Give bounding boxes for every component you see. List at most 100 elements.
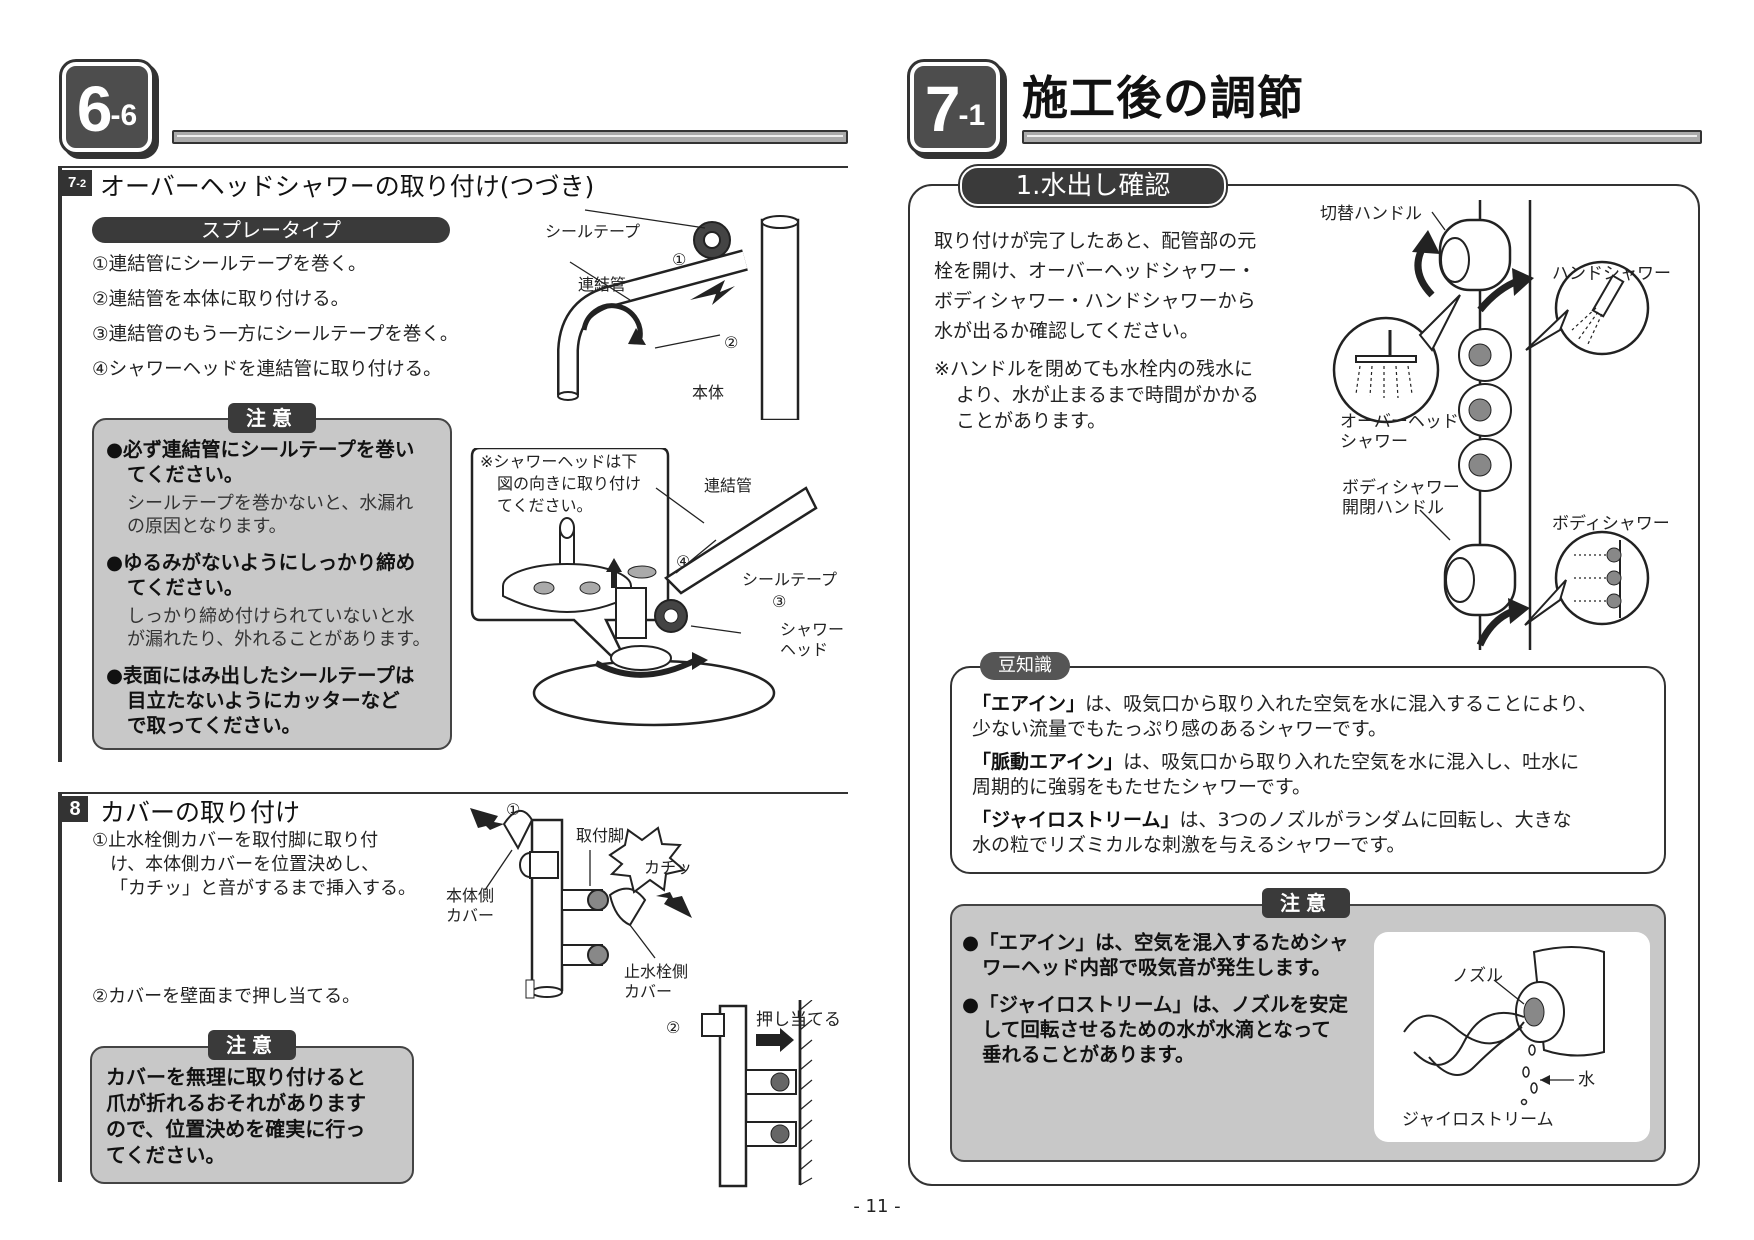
- trivia-p2-b: 周期的に強弱をもたせたシャワーです。: [972, 776, 1311, 798]
- shower-unit-illustration: [1332, 200, 1650, 650]
- section-side-rule-7-2: [58, 166, 62, 762]
- section-number-7-2: 7-2: [62, 170, 92, 196]
- page-title: 施工後の調節: [1022, 72, 1304, 124]
- label-circle-3: ③: [772, 592, 787, 611]
- label-circle-1: ①: [672, 250, 687, 269]
- label-shower-head-1: シャワー: [780, 620, 845, 639]
- label-body-cover-1: 本体側: [446, 886, 495, 905]
- caution-7-2-1-note-1: シールテープを巻かないと、水漏れ: [127, 493, 414, 514]
- caution-label-7-2: 注意: [228, 403, 316, 433]
- arrow-4: [606, 558, 622, 588]
- caution-label-right: 注意: [1262, 888, 1350, 918]
- chapter-badge-7-1: 7-1: [910, 62, 1000, 152]
- trivia-box: [950, 666, 1666, 874]
- section-rule-8: [58, 792, 848, 794]
- caution-7-2-2-note-1: しっかり締め付けられていないと水: [127, 606, 415, 627]
- trivia-label: 豆知識: [980, 652, 1070, 680]
- step-8-1-line-2: け、本体側カバーを位置決めし、: [110, 854, 380, 875]
- pipe-body-illustration: [557, 209, 800, 420]
- caution-7-2-3-bold-2: 目立たないようにカッターなど: [127, 689, 400, 712]
- caution-7-2-1-note-2: の原因となります。: [127, 516, 287, 537]
- showerhead-illustration: [470, 448, 818, 727]
- trivia-p1-a: 「エアイン」は、吸気口から取り入れた空気を水に混入することにより、: [972, 693, 1597, 715]
- caution-7-2-1-bold-2: てください。: [127, 463, 244, 486]
- label-overhead-2: シャワー: [1340, 432, 1408, 452]
- section-number-8: 8: [62, 796, 88, 822]
- arrow-2: [690, 280, 735, 305]
- caution-8-line-4: てください。: [106, 1143, 226, 1167]
- body-shower-bubble: [1554, 530, 1650, 626]
- water-check-title: 1.水出し確認: [960, 166, 1226, 206]
- label-click: カチッ: [644, 858, 693, 877]
- label-circle-4: ④: [676, 552, 691, 571]
- section-side-rule-8: [58, 792, 62, 1182]
- click-burst: [608, 826, 687, 894]
- label-seal-tape-top: シールテープ: [545, 222, 641, 241]
- trivia-p1-b: 少ない流量でもたっぷり感のあるシャワーです。: [972, 718, 1387, 740]
- caution-right-2-line-3: 垂れることがあります。: [982, 1043, 1195, 1066]
- section-title-7-2: オーバーヘッドシャワーの取り付け(つづき): [100, 172, 595, 201]
- step-7-2-2: ②連結管を本体に取り付ける。: [92, 289, 350, 310]
- wall-press-illustration: [701, 1000, 813, 1188]
- body-pole: [760, 218, 800, 420]
- caution-box-8: [90, 1046, 414, 1184]
- label-hand-shower: ハンドシャワー: [1552, 264, 1671, 284]
- step-8-2: ②カバーを壁面まで押し当てる。: [92, 986, 361, 1007]
- caution-box-7-2: [92, 418, 452, 750]
- label-body-cover-2: カバー: [446, 906, 495, 925]
- caution-7-2-2-note-2: が漏れたり、外れることがあります。: [127, 629, 431, 650]
- header-bar-right: [1022, 130, 1702, 144]
- badge-sub-right: -1: [958, 99, 986, 132]
- step-7-2-4: ④シャワーヘッドを連結管に取り付ける。: [92, 359, 442, 380]
- label-nozzle: ノズル: [1452, 966, 1503, 986]
- label-seal-tape-bottom: シールテープ: [742, 570, 838, 589]
- caution-8-line-1: カバーを無理に取り付けると: [106, 1065, 366, 1089]
- label-circle-2-sec8: ②: [666, 1018, 681, 1037]
- badge-sub: -6: [110, 99, 138, 132]
- label-valve-cover-2: カバー: [624, 982, 673, 1001]
- chapter-badge-6-6: 6-6: [62, 62, 152, 152]
- water-check-body-4: 水が出るか確認してください。: [934, 320, 1199, 342]
- adjustment-panel: [908, 184, 1700, 1186]
- label-valve-cover-1: 止水栓側: [624, 962, 689, 981]
- caution-7-2-1-bold-1: ●必ず連結管にシールテープを巻い: [106, 438, 415, 461]
- label-press: 押し当てる: [756, 1010, 841, 1030]
- section-title-8: カバーの取り付け: [100, 798, 301, 827]
- section-rule-7-2: [58, 166, 848, 168]
- label-circle-1-sec8: ①: [506, 800, 521, 819]
- cover-install-illustration: [470, 808, 692, 999]
- label-body-shower: ボディシャワー: [1552, 514, 1670, 534]
- label-pipe-top: 連結管: [578, 275, 627, 294]
- water-check-note-2: より、水が止まるまで時間がかかる: [956, 384, 1259, 406]
- spray-type-label: スプレータイプ: [92, 217, 450, 243]
- caution-7-2-2-bold-1: ●ゆるみがないようにしっかり締め: [106, 551, 416, 574]
- trivia-p2-a: 「脈動エアイン」は、吸気口から取り入れた空気を水に混入し、吐水に: [972, 751, 1580, 773]
- step-7-2-1: ①連結管にシールテープを巻く。: [92, 254, 367, 275]
- page-number: - 11 -: [853, 1196, 901, 1217]
- water-check-note-1: ※ハンドルを閉めても水栓内の残水に: [934, 358, 1253, 380]
- note-line-1: ※シャワーヘッドは下: [480, 452, 638, 471]
- gyro-stream-illustration: [1374, 932, 1650, 1142]
- caution-right-1-line-2: ワーヘッド内部で吸気音が発生します。: [982, 956, 1332, 979]
- water-check-body-3: ボディシャワー・ハンドシャワーから: [934, 290, 1256, 312]
- label-gyro-stream: ジャイロストリーム: [1402, 1110, 1554, 1130]
- caution-right-1-line-1: ●「エアイン」は、空気を混入するためシャ: [962, 931, 1349, 954]
- badge-main: 6: [76, 73, 113, 145]
- note-line-2: 図の向きに取り付け: [497, 474, 642, 493]
- label-switch-handle: 切替ハンドル: [1320, 204, 1422, 224]
- label-water: 水: [1578, 1070, 1595, 1090]
- step-8-1-line-3: 「カチッ」と音がするまで挿入する。: [110, 878, 416, 899]
- gyro-stream-spiral: [1403, 1012, 1525, 1076]
- caution-label-8: 注意: [208, 1030, 296, 1060]
- header-bar-left: [172, 130, 848, 144]
- trivia-p3-a: 「ジャイロストリーム」は、3つのノズルがランダムに回転し、大きな: [972, 809, 1572, 831]
- caution-7-2-2-bold-2: てください。: [127, 576, 244, 599]
- caution-right-2-line-1: ●「ジャイロストリーム」は、ノズルを安定: [962, 993, 1348, 1016]
- label-circle-2: ②: [724, 333, 739, 352]
- caution-8-line-3: ので、位置決めを確実に行っ: [106, 1117, 366, 1141]
- step-7-2-3: ③連結管のもう一方にシールテープを巻く。: [92, 324, 459, 345]
- caution-right-2-line-2: して回転させるための水が水滴となって: [982, 1018, 1331, 1041]
- nozzles: [1458, 328, 1512, 492]
- badge-main-right: 7: [924, 73, 961, 145]
- caution-7-2-3-bold-1: ●表面にはみ出したシールテープは: [106, 664, 415, 687]
